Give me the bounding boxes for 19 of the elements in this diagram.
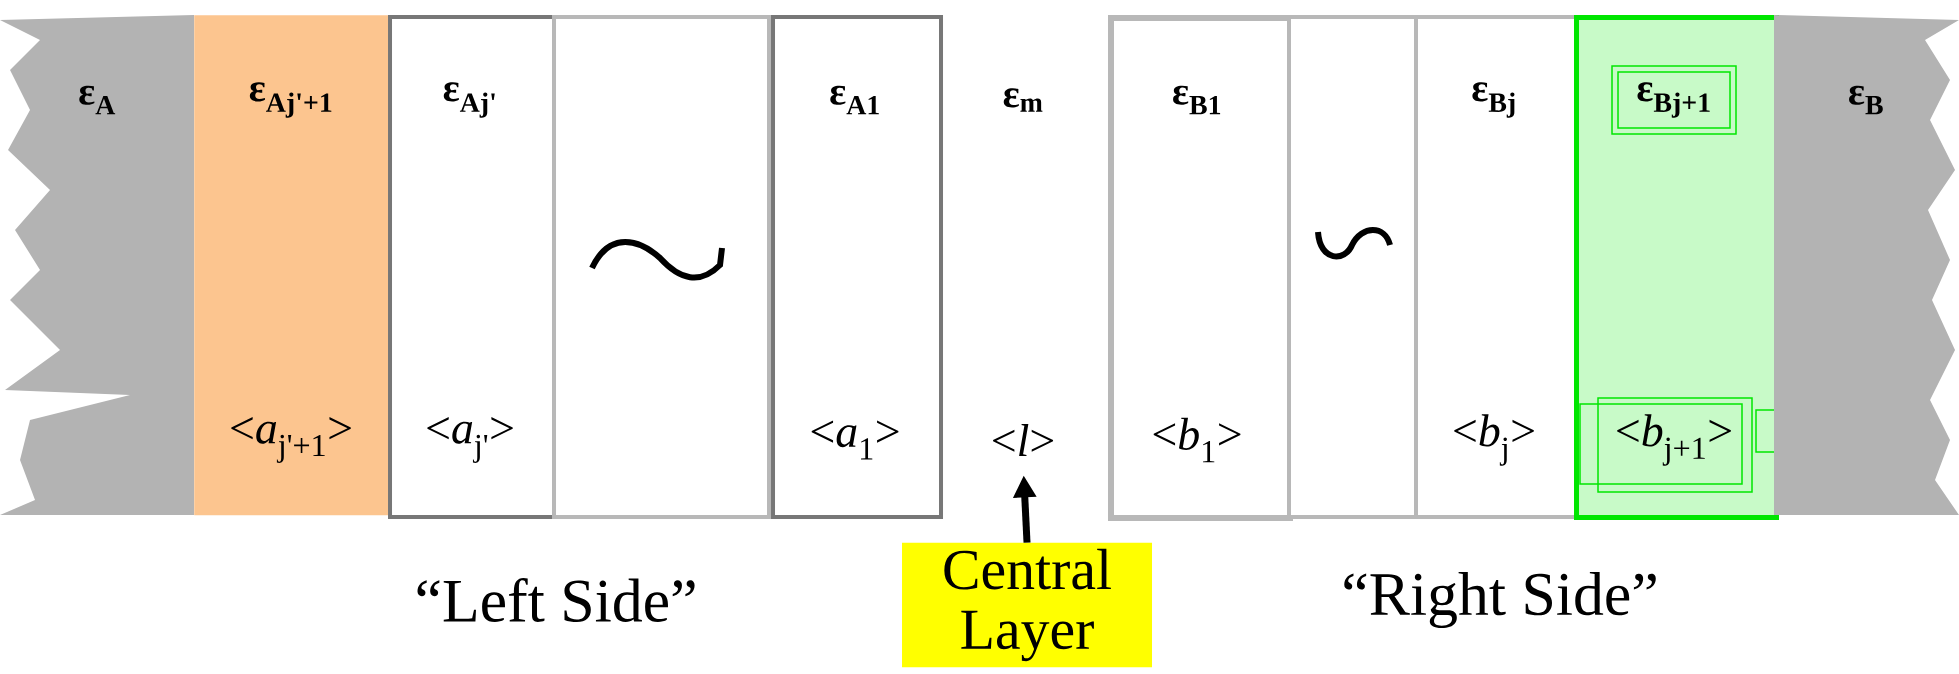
layer-label: ε$_{B}$ (1849, 85, 1883, 115)
layer-label: <a$_{j'}$> (427, 417, 513, 463)
callout-box: Central Layer (902, 542, 1152, 668)
layer-label: ε$_{Bj+1}$ (1637, 82, 1710, 118)
layer-label: <b$_{j+1}$> (1617, 414, 1731, 466)
layer-label: <a$_{1}$> (811, 420, 899, 460)
layer-label: ε$_{B1}$ (1173, 85, 1221, 115)
layer-label: <a$_{j'+1}$> (231, 417, 351, 463)
side-label: “Right Side” (1344, 571, 1656, 629)
layer-label: <b$_{1}$> (1153, 417, 1241, 463)
side-label: “Left Side” (417, 577, 695, 623)
layer-label: ε$_{Aj'}$ (443, 82, 495, 118)
layer-label: ε$_{Aj'+1}$ (249, 82, 332, 118)
layer-label: ε$_{Bj}$ (1472, 82, 1515, 118)
layer-label: ε$_{A}$ (79, 85, 116, 115)
layer-label: <b$_{j}$> (1454, 414, 1534, 466)
layer-label: ε$_{m}$ (1003, 88, 1043, 112)
layer-label: <l> (993, 424, 1054, 456)
layer-label: ε$_{A1}$ (830, 85, 879, 115)
